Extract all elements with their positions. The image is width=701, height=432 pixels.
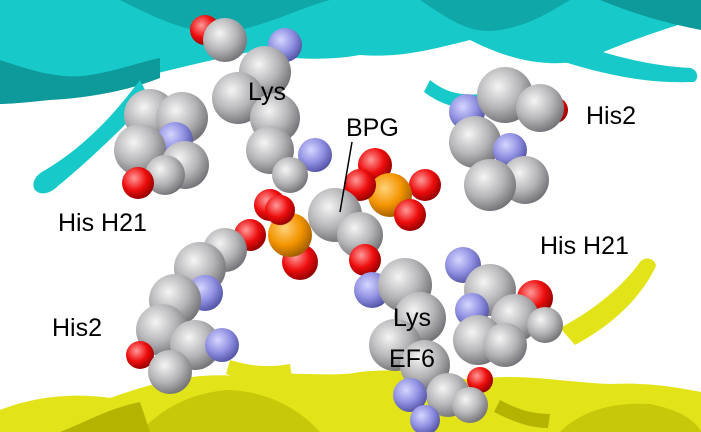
atom-O: [394, 199, 426, 231]
atom-C: [203, 18, 247, 62]
atom-N: [205, 328, 239, 362]
atom-spheres: [114, 15, 568, 432]
label-lys-upper: Lys: [248, 78, 286, 106]
atom-O: [344, 169, 376, 201]
atom-C: [148, 350, 192, 394]
label-lys-lower: Lys: [393, 304, 431, 332]
atom-O: [409, 169, 441, 201]
label-his2-lower: His2: [52, 314, 103, 342]
atom-C: [527, 307, 563, 343]
atom-C: [464, 159, 516, 211]
atom-C: [145, 155, 185, 195]
atom-O: [126, 341, 154, 369]
atom-O: [265, 195, 295, 225]
atom-C: [516, 84, 564, 132]
atom-C: [483, 323, 527, 367]
label-his2-upper: His2: [586, 102, 637, 130]
label-his-h21-right: His H21: [540, 232, 629, 260]
atom-O: [122, 167, 154, 199]
atom-C: [272, 157, 308, 193]
atom-C: [452, 387, 488, 423]
atom-C: [449, 116, 501, 168]
atom-O: [349, 244, 381, 276]
atom-N: [298, 138, 332, 172]
atom-N: [393, 378, 427, 412]
atom-O: [467, 367, 493, 393]
lower-protein-ribbons: [0, 258, 701, 432]
label-ef6: EF6: [389, 345, 435, 373]
upper-protein-ribbons: [0, 0, 701, 194]
label-bpg: BPG: [346, 114, 399, 142]
label-his-h21-left: His H21: [58, 209, 147, 237]
bpg-pointer-line: [339, 141, 353, 213]
atom-N: [410, 405, 440, 432]
